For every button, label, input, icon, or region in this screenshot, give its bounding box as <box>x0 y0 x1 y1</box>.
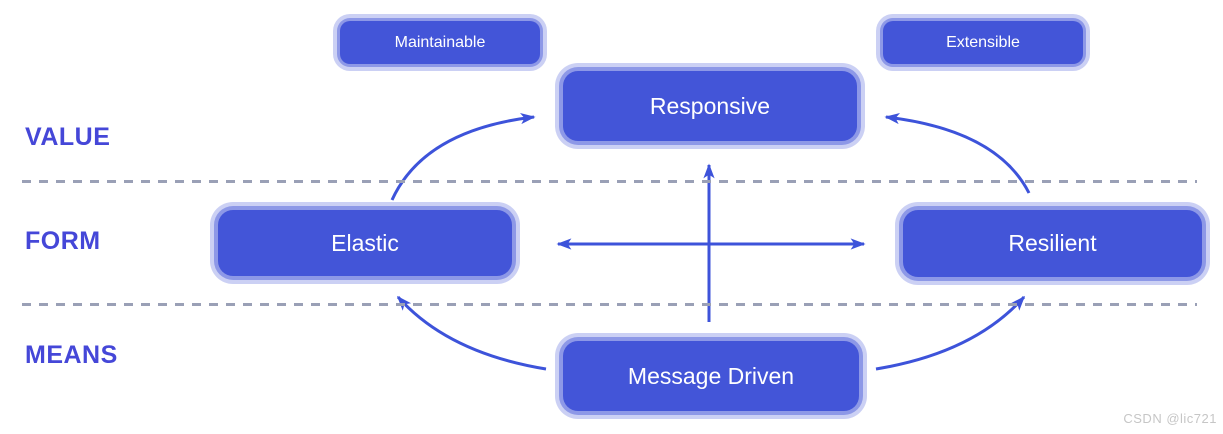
arrow-message-driven-to-resilient <box>875 295 1026 371</box>
node-message-driven-label: Message Driven <box>627 362 795 389</box>
node-responsive: Responsive <box>563 71 857 141</box>
row-label-means: MEANS <box>25 341 118 369</box>
node-maintainable: Maintainable <box>340 21 540 64</box>
divider-form-means <box>22 303 1197 306</box>
csdn-watermark: CSDN @lic721 <box>1123 411 1217 426</box>
node-maintainable-label: Maintainable <box>394 33 486 51</box>
node-responsive-label: Responsive <box>649 92 771 119</box>
node-extensible: Extensible <box>883 21 1083 64</box>
node-resilient-label: Resilient <box>1008 230 1097 256</box>
node-elastic-label: Elastic <box>331 229 399 256</box>
node-extensible-label: Extensible <box>946 33 1020 51</box>
row-label-value: VALUE <box>25 123 111 151</box>
arrow-elastic-to-responsive <box>390 113 536 201</box>
row-label-form: FORM <box>25 227 101 255</box>
node-resilient: Resilient <box>903 210 1202 277</box>
arrow-message-driven-to-elastic <box>396 295 547 371</box>
node-message-driven: Message Driven <box>563 341 859 411</box>
divider-value-form <box>22 180 1197 183</box>
node-elastic: Elastic <box>218 210 512 276</box>
